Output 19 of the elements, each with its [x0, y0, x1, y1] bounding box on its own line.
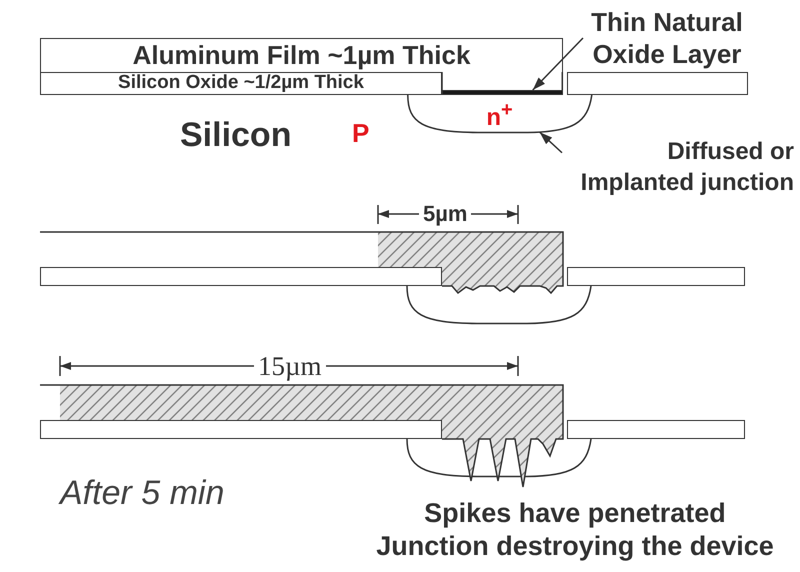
- time-note: After 5 min: [60, 474, 224, 513]
- leader-arrow: [532, 37, 584, 91]
- thin-oxide-layer: [442, 90, 563, 95]
- aluminum-film: Aluminum Film ~1µm Thick: [40, 38, 563, 72]
- oxide-layer: Silicon Oxide ~1/2µm Thick: [40, 72, 442, 95]
- junction-region: n$^{+}$: [407, 95, 592, 133]
- oxide-layer: [567, 72, 748, 95]
- region-label: Silicon: [180, 116, 292, 155]
- dimension-label: 15µm: [258, 353, 322, 379]
- oxide-layer: [40, 267, 442, 286]
- oxide-layer: [567, 267, 745, 286]
- leader-arrow: [539, 132, 562, 154]
- callout-text: Diffused or Implanted junction: [562, 136, 794, 198]
- callout-text: Thin Natural Oxide Layer: [583, 6, 751, 70]
- oxide-layer: [567, 420, 745, 439]
- note-text: Spikes have penetrated Junction destroying the device: [375, 497, 775, 563]
- doping-label: P: [352, 118, 370, 149]
- dimension-label: 5µm: [423, 202, 468, 226]
- oxide-layer: [40, 420, 442, 439]
